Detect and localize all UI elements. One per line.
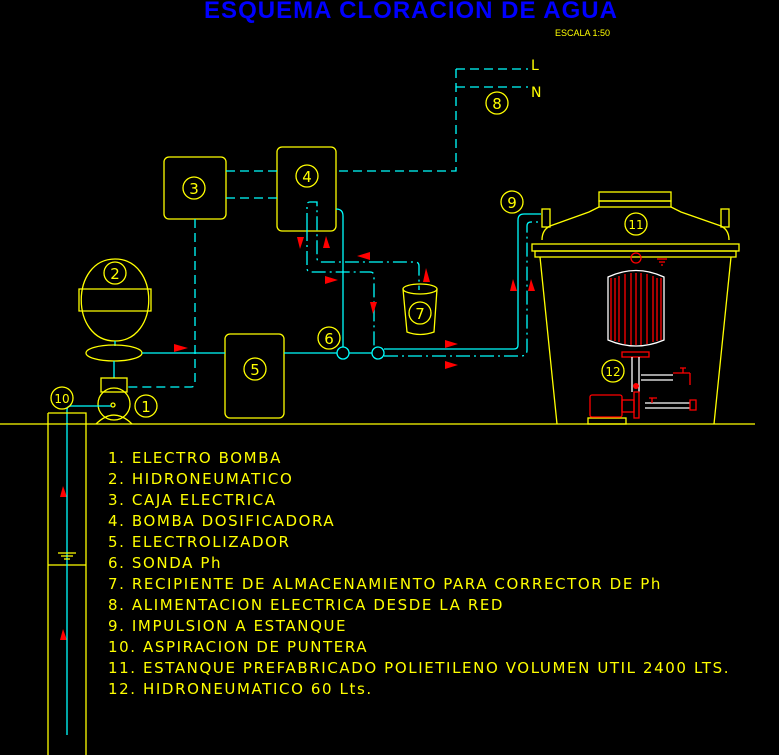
arrow-up-icon <box>528 279 535 291</box>
electrolyzer <box>224 333 285 419</box>
arrow-up-icon <box>60 486 67 497</box>
marker-12: 12 <box>605 365 620 379</box>
discharge-pipe <box>384 213 541 350</box>
electrical-link <box>226 170 277 199</box>
arrow-up-icon <box>323 236 330 248</box>
arrow-up-icon <box>60 629 67 640</box>
legend-item: 7. RECIPIENTE DE ALMACENAMIENTO PARA COR… <box>108 575 662 593</box>
electric-pump <box>66 377 133 425</box>
marker-1: 1 <box>141 398 151 416</box>
marker-5: 5 <box>250 361 260 379</box>
arrow-right-icon <box>445 340 458 348</box>
suction-line <box>306 201 420 290</box>
marker-4: 4 <box>302 168 312 186</box>
well-point <box>47 412 87 755</box>
arrow-right-icon <box>174 344 188 352</box>
probe-line <box>335 208 344 347</box>
booster-pump <box>589 391 697 419</box>
pump-electrical-link <box>128 219 196 388</box>
arrow-up-icon <box>423 268 430 282</box>
line-label: L <box>531 58 539 74</box>
legend: 1. ELECTRO BOMBA 2. HIDRONEUMATICO 3. CA… <box>108 449 730 698</box>
legend-item: 12. HIDRONEUMATICO 60 Lts. <box>108 680 373 698</box>
polyethylene-tank <box>531 191 740 425</box>
legend-item: 9. IMPULSION A ESTANQUE <box>108 617 347 635</box>
legend-item: 2. HIDRONEUMATICO <box>108 470 293 488</box>
arrow-right-icon <box>325 276 338 284</box>
legend-item: 8. ALIMENTACION ELECTRICA DESDE LA RED <box>108 596 504 614</box>
legend-item: 3. CAJA ELECTRICA <box>108 491 277 509</box>
legend-item: 4. BOMBA DOSIFICADORA <box>108 512 335 530</box>
diagram-title: ESQUEMA CLORACION DE AGUA <box>204 0 618 24</box>
arrow-up-icon <box>510 279 517 291</box>
flow-arrows <box>60 236 535 640</box>
ph-corrector-container <box>402 283 438 336</box>
arrow-left-icon <box>357 252 370 260</box>
legend-item: 1. ELECTRO BOMBA <box>108 449 282 467</box>
ph-probe-junction <box>336 346 350 360</box>
dosing-line <box>306 227 375 347</box>
scale-label: ESCALA 1:50 <box>555 28 610 38</box>
marker-8: 8 <box>492 95 502 113</box>
legend-item: 11. ESTANQUE PREFABRICADO POLIETILENO VO… <box>108 659 730 677</box>
marker-11: 11 <box>628 218 643 232</box>
injection-junction <box>371 346 385 360</box>
marker-6: 6 <box>324 330 334 348</box>
legend-item: 10. ASPIRACION DE PUNTERA <box>108 638 368 656</box>
legend-item: 6. SONDA Ph <box>108 554 222 572</box>
discharge-pipe-return <box>384 221 541 357</box>
neutral-label: N <box>531 85 541 101</box>
arrow-down-icon <box>297 237 304 249</box>
marker-2: 2 <box>110 265 120 283</box>
marker-7: 7 <box>415 305 425 323</box>
legend-item: 5. ELECTROLIZADOR <box>108 533 291 551</box>
arrow-down-icon <box>370 302 377 314</box>
marker-3: 3 <box>189 180 199 198</box>
hydropneumatic-60l <box>607 252 691 392</box>
arrow-right-icon <box>445 361 458 369</box>
marker-9: 9 <box>507 194 517 212</box>
power-supply-lines: L N <box>336 58 541 172</box>
marker-10: 10 <box>54 392 69 406</box>
reference-markers: 1 2 3 4 5 6 7 8 9 10 11 12 <box>50 91 648 418</box>
